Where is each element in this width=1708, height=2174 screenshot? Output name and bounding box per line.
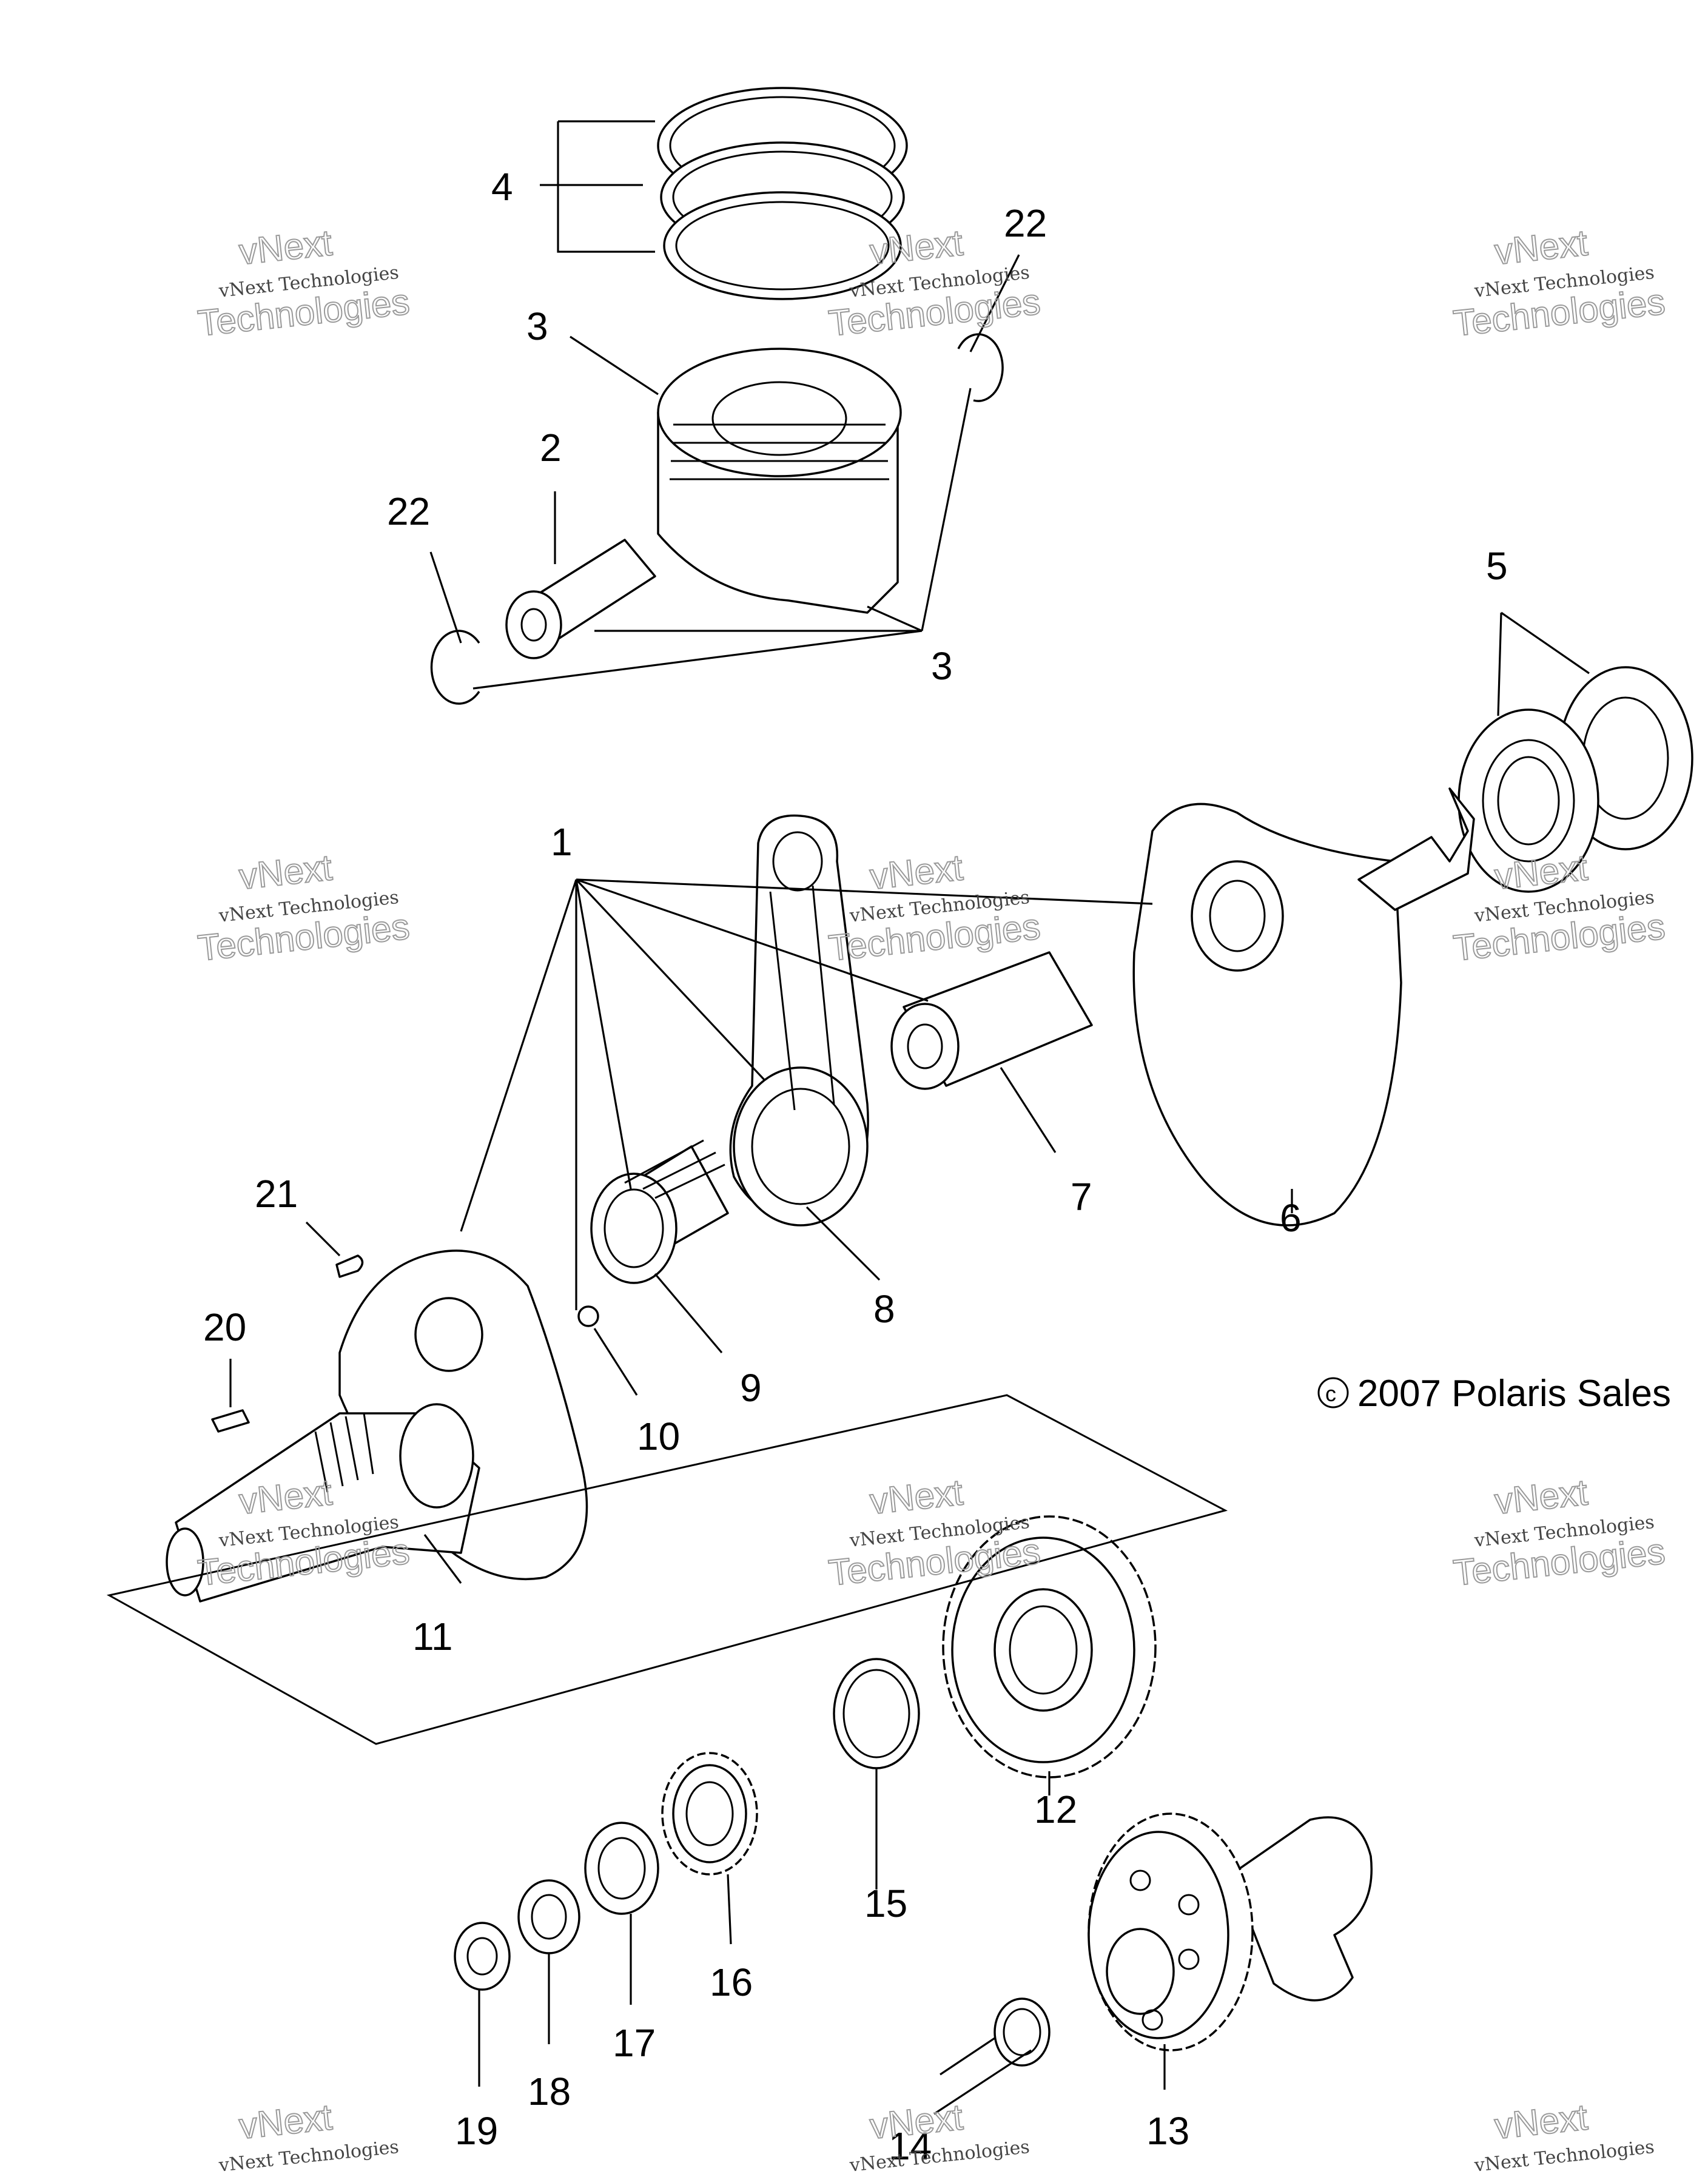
callout-10: 10 bbox=[637, 1415, 680, 1458]
drive-sprocket bbox=[661, 1752, 758, 1876]
lock-nut bbox=[584, 1822, 659, 1915]
washer bbox=[517, 1879, 580, 1954]
svg-text:vNext: vNext bbox=[237, 2096, 334, 2147]
nut bbox=[454, 1922, 511, 1991]
copyright-symbol: c bbox=[1325, 1381, 1336, 1406]
piston-pin bbox=[505, 539, 656, 659]
crankshaft-left-half bbox=[166, 1250, 588, 1603]
watermark: vNext vNext Technologies Technologies bbox=[826, 1471, 1043, 1593]
svg-text:vNext: vNext bbox=[237, 222, 334, 272]
piston bbox=[657, 348, 902, 614]
callout-7: 7 bbox=[1071, 1175, 1092, 1219]
watermark: vNext vNext Technologies bbox=[848, 2096, 1031, 2174]
connecting-rod bbox=[729, 814, 869, 1227]
callout-3-bottom: 3 bbox=[931, 644, 953, 688]
key bbox=[211, 1409, 250, 1433]
callout-15: 15 bbox=[864, 1882, 907, 1925]
crank-pin bbox=[890, 951, 1093, 1090]
svg-text:vNext: vNext bbox=[868, 2096, 965, 2147]
svg-text:vNext: vNext bbox=[237, 847, 334, 897]
circlip-left bbox=[430, 630, 480, 705]
leader-lines bbox=[229, 120, 1590, 2115]
callout-3-top: 3 bbox=[526, 305, 548, 348]
svg-text:vNext: vNext bbox=[1493, 2096, 1590, 2147]
callout-20: 20 bbox=[203, 1305, 246, 1349]
svg-text:vNext: vNext bbox=[868, 1472, 965, 1522]
woodruff-key bbox=[335, 1254, 364, 1278]
svg-text:vNext: vNext bbox=[1493, 222, 1590, 272]
ball bbox=[577, 1305, 599, 1327]
callout-11: 11 bbox=[412, 1615, 452, 1658]
callout-16: 16 bbox=[710, 1960, 753, 2004]
callout-4: 4 bbox=[491, 165, 513, 209]
callout-22-right: 22 bbox=[1004, 201, 1047, 245]
copyright-notice: c 2007 Polaris Sales bbox=[1317, 1373, 1671, 1415]
watermark: vNext vNext Technologies Technologies bbox=[1451, 221, 1667, 344]
svg-text:vNext: vNext bbox=[1493, 1472, 1590, 1522]
main-bearings bbox=[1458, 666, 1693, 893]
callout-5: 5 bbox=[1486, 544, 1508, 588]
callout-18: 18 bbox=[528, 2070, 571, 2113]
watermark: vNext vNext Technologies Technologies bbox=[1451, 1471, 1667, 1593]
svg-text:vNext: vNext bbox=[868, 847, 965, 897]
watermark: vNext vNext Technologies bbox=[1473, 2096, 1655, 2174]
callout-9: 9 bbox=[740, 1366, 762, 1410]
watermark: vNext vNext Technologies Technologies bbox=[195, 221, 412, 344]
shim bbox=[994, 1997, 1051, 2067]
callout-19: 19 bbox=[455, 2109, 498, 2153]
copyright-text: 2007 Polaris Sales bbox=[1357, 1373, 1671, 1415]
watermark: vNext vNext Technologies Technologies bbox=[826, 846, 1043, 969]
callout-14: 14 bbox=[889, 2124, 932, 2168]
needle-bearing bbox=[590, 1139, 729, 1284]
piston-rings bbox=[657, 87, 908, 300]
callout-8: 8 bbox=[873, 1287, 895, 1331]
callout-17: 17 bbox=[613, 2021, 656, 2065]
crank-gear bbox=[942, 1515, 1157, 1779]
crankshaft-right-half bbox=[1132, 787, 1475, 1227]
circlip-right bbox=[957, 333, 1004, 402]
callout-6: 6 bbox=[1280, 1196, 1302, 1240]
callout-1: 1 bbox=[551, 820, 573, 864]
watermark: vNext vNext Technologies bbox=[217, 2096, 400, 2174]
thrust-washer bbox=[833, 1658, 920, 1769]
callout-2: 2 bbox=[540, 426, 562, 469]
balance-shaft-gear bbox=[1088, 1812, 1373, 2051]
callout-22-left: 22 bbox=[387, 490, 430, 533]
callout-21: 21 bbox=[255, 1172, 298, 1216]
watermark: vNext vNext Technologies Technologies bbox=[195, 846, 412, 969]
assembly-outline bbox=[106, 1394, 1228, 1745]
callout-13: 13 bbox=[1146, 2109, 1189, 2153]
callout-12: 12 bbox=[1034, 1788, 1077, 1831]
